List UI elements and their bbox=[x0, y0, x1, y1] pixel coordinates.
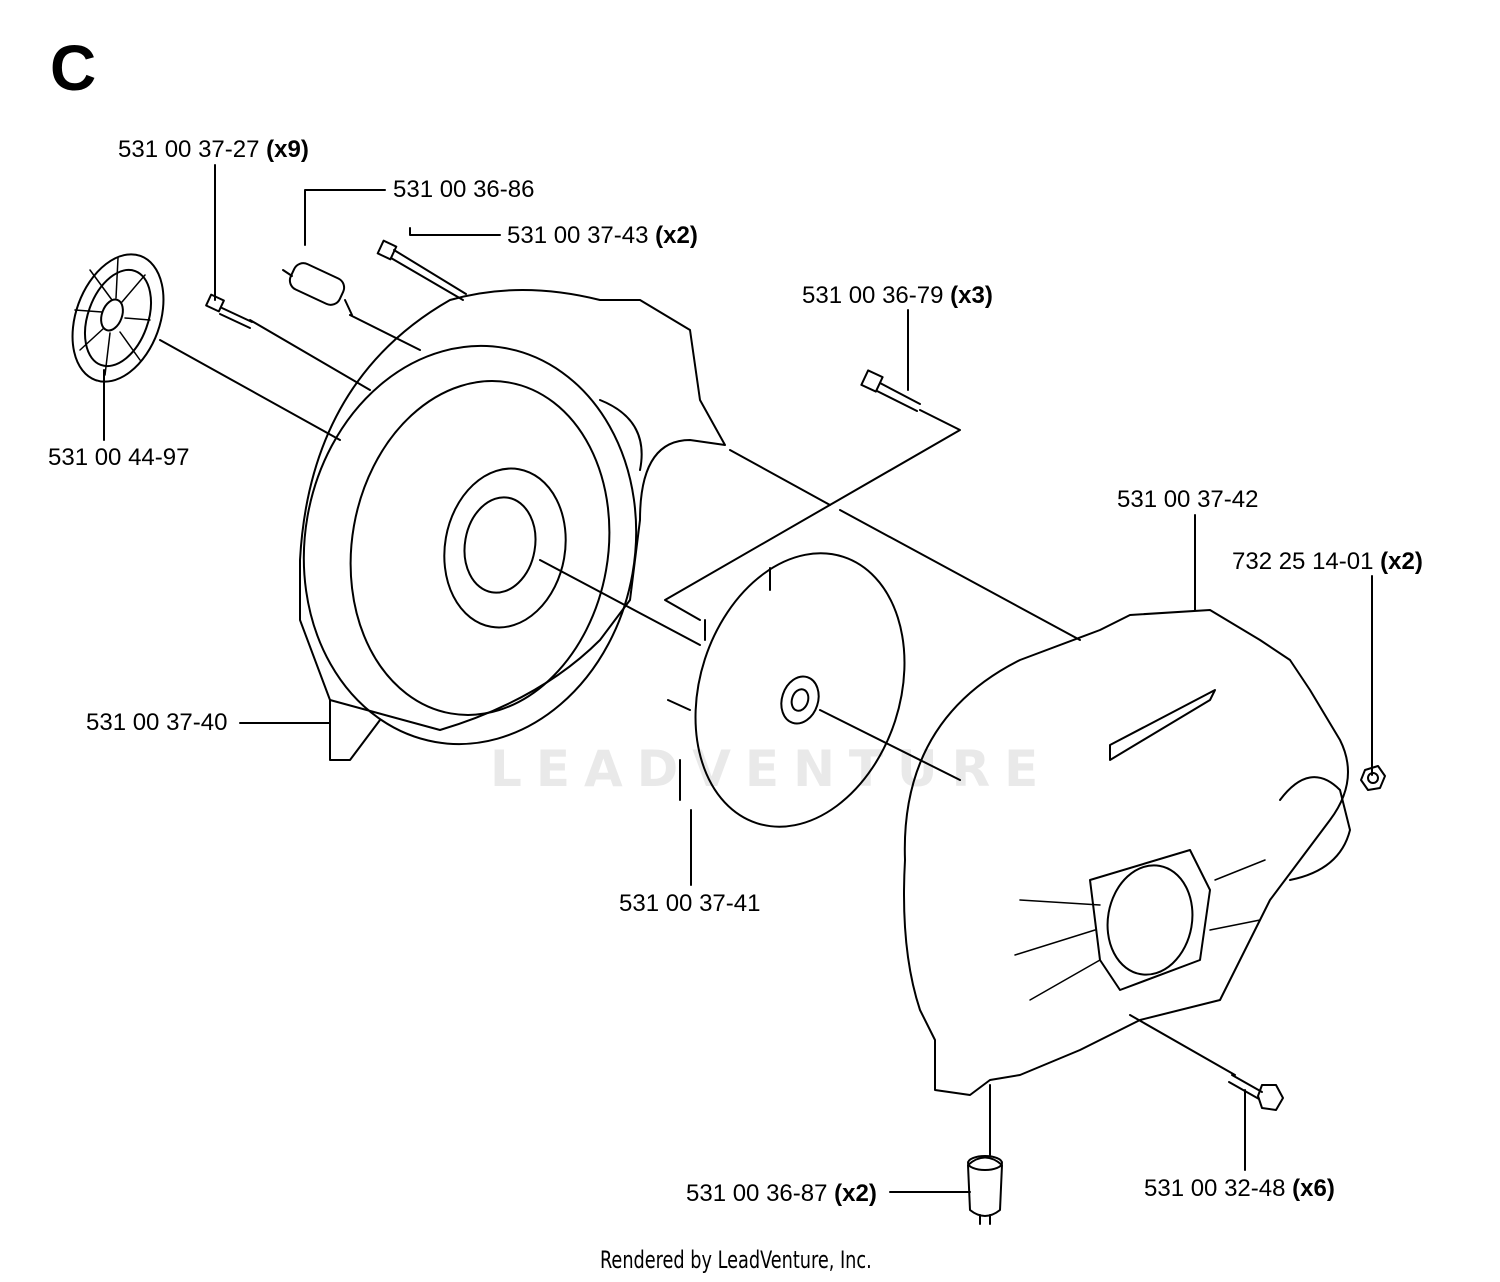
part-callout: 531 00 37-43 (x2) bbox=[507, 224, 698, 248]
damper-part bbox=[282, 262, 353, 316]
leader-lines bbox=[103, 164, 1373, 1193]
part-number: 531 00 37-40 bbox=[86, 709, 228, 736]
part-callout: 531 00 36-86 bbox=[393, 178, 534, 202]
impeller-part bbox=[667, 552, 906, 828]
part-callout: 531 00 32-48 (x6) bbox=[1144, 1177, 1335, 1201]
section-letter: C bbox=[50, 32, 97, 104]
long-screw-part bbox=[376, 239, 467, 301]
part-quantity: (x2) bbox=[1380, 548, 1423, 575]
part-callout: 531 00 37-40 bbox=[86, 711, 227, 735]
fan-housing-part bbox=[299, 289, 726, 761]
bolt-part bbox=[860, 369, 921, 412]
part-number: 531 00 36-79 bbox=[802, 282, 944, 309]
part-callout: 531 00 37-41 bbox=[619, 892, 760, 916]
part-callout: 531 00 44-97 bbox=[48, 446, 189, 470]
part-quantity: (x2) bbox=[834, 1180, 877, 1207]
part-callout: 531 00 37-42 bbox=[1117, 488, 1258, 512]
part-number: 732 25 14-01 bbox=[1232, 548, 1374, 575]
part-quantity: (x3) bbox=[950, 282, 993, 309]
blower-housing-part bbox=[903, 609, 1351, 1096]
part-callout: 531 00 36-79 (x3) bbox=[802, 284, 993, 308]
part-quantity: (x6) bbox=[1292, 1175, 1335, 1202]
watermark-text: LEADVENTURE bbox=[490, 740, 1053, 798]
part-number: 531 00 44-97 bbox=[48, 444, 190, 471]
part-number: 531 00 37-42 bbox=[1117, 486, 1259, 513]
part-callout: 732 25 14-01 (x2) bbox=[1232, 550, 1423, 574]
part-number: 531 00 36-86 bbox=[393, 176, 535, 203]
part-number: 531 00 36-87 bbox=[686, 1180, 828, 1207]
part-number: 531 00 37-27 bbox=[118, 136, 260, 163]
footer-credit: Rendered by LeadVenture, Inc. bbox=[600, 1246, 872, 1274]
part-number: 531 00 37-41 bbox=[619, 890, 761, 917]
part-callout: 531 00 36-87 (x2) bbox=[686, 1182, 877, 1206]
part-quantity: (x2) bbox=[655, 222, 698, 249]
part-number: 531 00 37-43 bbox=[507, 222, 649, 249]
nut-part bbox=[1360, 765, 1386, 791]
fan-cover-part bbox=[71, 253, 165, 383]
part-quantity: (x9) bbox=[266, 136, 309, 163]
screw-part bbox=[205, 293, 253, 329]
part-number: 531 00 32-48 bbox=[1144, 1175, 1286, 1202]
foot-damper-part bbox=[967, 1155, 1003, 1225]
part-callout: 531 00 37-27 (x9) bbox=[118, 138, 309, 162]
flange-screw-part bbox=[1228, 1074, 1284, 1111]
